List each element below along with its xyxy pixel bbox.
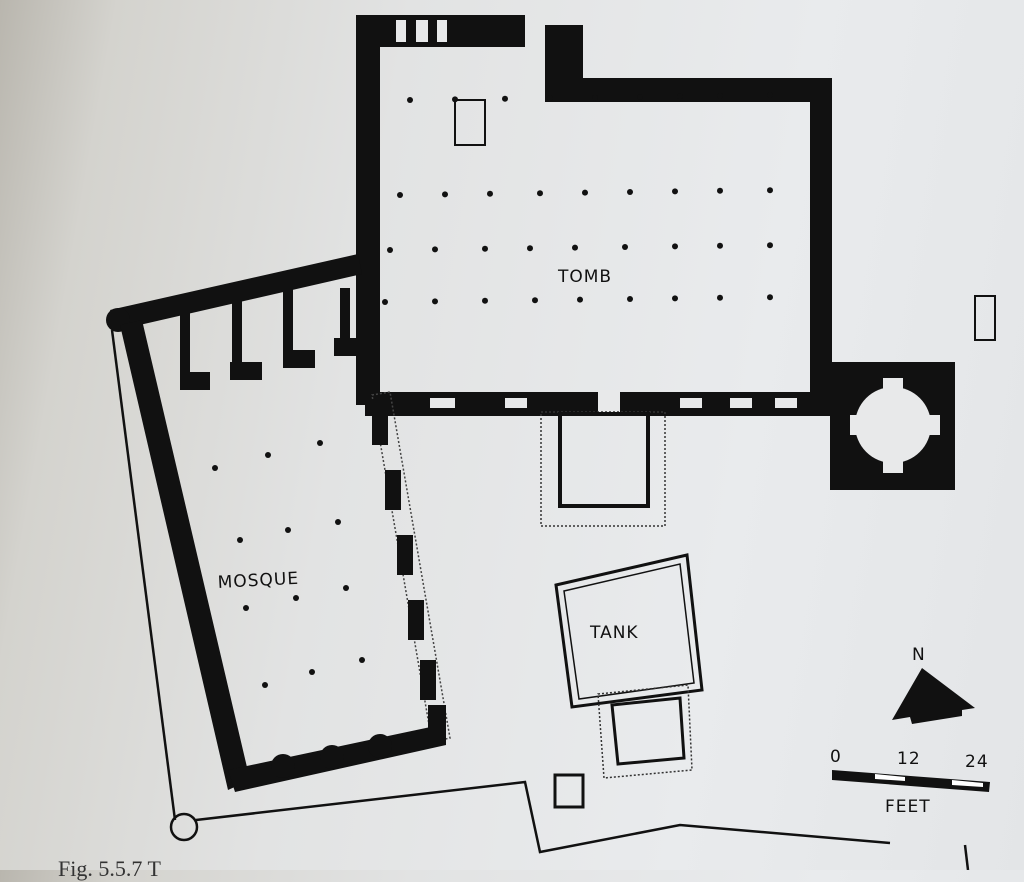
column-dot xyxy=(482,297,488,304)
column-dot xyxy=(502,95,508,102)
scale-tick-24: 24 xyxy=(965,752,989,772)
column-dot xyxy=(672,295,678,302)
mosque-label: MOSQUE xyxy=(217,569,299,593)
courtyard-boundary xyxy=(110,329,970,870)
tank xyxy=(554,553,704,709)
column-dot xyxy=(767,187,773,194)
column-dot xyxy=(397,192,403,198)
north-label: N xyxy=(912,645,926,665)
column-dot xyxy=(532,297,538,304)
tank-label: TANK xyxy=(589,623,639,643)
column-dot xyxy=(577,296,583,303)
figure-caption: Fig. 5.5.7 T xyxy=(58,856,161,881)
scale-unit: FEET xyxy=(885,797,931,817)
tomb-walls xyxy=(356,15,835,416)
column-dot xyxy=(442,191,448,198)
column-dot xyxy=(627,296,633,302)
column-dot xyxy=(317,440,323,446)
scale-tick-0: 0 xyxy=(830,747,842,767)
tomb-cenotaph xyxy=(454,99,486,146)
column-dot xyxy=(432,298,438,305)
column-dot xyxy=(537,190,543,197)
outer-structure xyxy=(974,295,996,341)
column-dot xyxy=(717,242,723,249)
column-dot xyxy=(672,188,678,195)
scale-tick-12: 12 xyxy=(897,749,921,769)
column-dot xyxy=(582,189,588,196)
column-dot xyxy=(717,92,723,99)
column-dot xyxy=(387,247,393,253)
small-well xyxy=(553,773,585,809)
column-dot xyxy=(293,595,299,601)
north-arrow: N xyxy=(892,645,975,724)
tomb-columns xyxy=(382,92,773,305)
tomb-windows xyxy=(396,20,797,418)
column-dot xyxy=(767,92,773,99)
column-dot xyxy=(243,605,249,611)
secondary-tank xyxy=(597,684,693,779)
column-dot xyxy=(237,537,243,543)
column-dot xyxy=(432,246,438,253)
column-dot xyxy=(285,527,291,533)
column-dot xyxy=(309,669,315,675)
tomb-label: TOMB xyxy=(557,267,612,287)
column-dot xyxy=(212,465,218,471)
column-dot xyxy=(672,243,678,250)
column-dot xyxy=(343,585,349,591)
octagonal-chamber xyxy=(830,362,955,490)
mosque-walls xyxy=(106,254,451,792)
column-dot xyxy=(622,244,628,250)
column-dot xyxy=(452,96,458,103)
entrance-porch xyxy=(540,411,666,527)
column-dot xyxy=(382,299,388,305)
column-dot xyxy=(767,294,773,301)
column-dot xyxy=(547,95,553,102)
column-dot xyxy=(527,245,533,252)
column-dot xyxy=(482,245,488,252)
column-dot xyxy=(767,242,773,249)
column-dot xyxy=(335,519,341,525)
mosque-columns xyxy=(212,440,365,688)
column-dot xyxy=(262,682,268,688)
column-dot xyxy=(592,94,598,101)
column-dot xyxy=(407,97,413,103)
column-dot xyxy=(627,189,633,195)
scale-bar: 0 12 24 FEET xyxy=(830,747,990,817)
column-dot xyxy=(717,187,723,194)
column-dot xyxy=(359,657,365,663)
column-dot xyxy=(677,93,683,100)
column-dot xyxy=(717,294,723,301)
column-dot xyxy=(637,94,643,100)
column-dot xyxy=(265,452,271,458)
column-dot xyxy=(487,190,493,197)
column-dot xyxy=(572,244,578,251)
